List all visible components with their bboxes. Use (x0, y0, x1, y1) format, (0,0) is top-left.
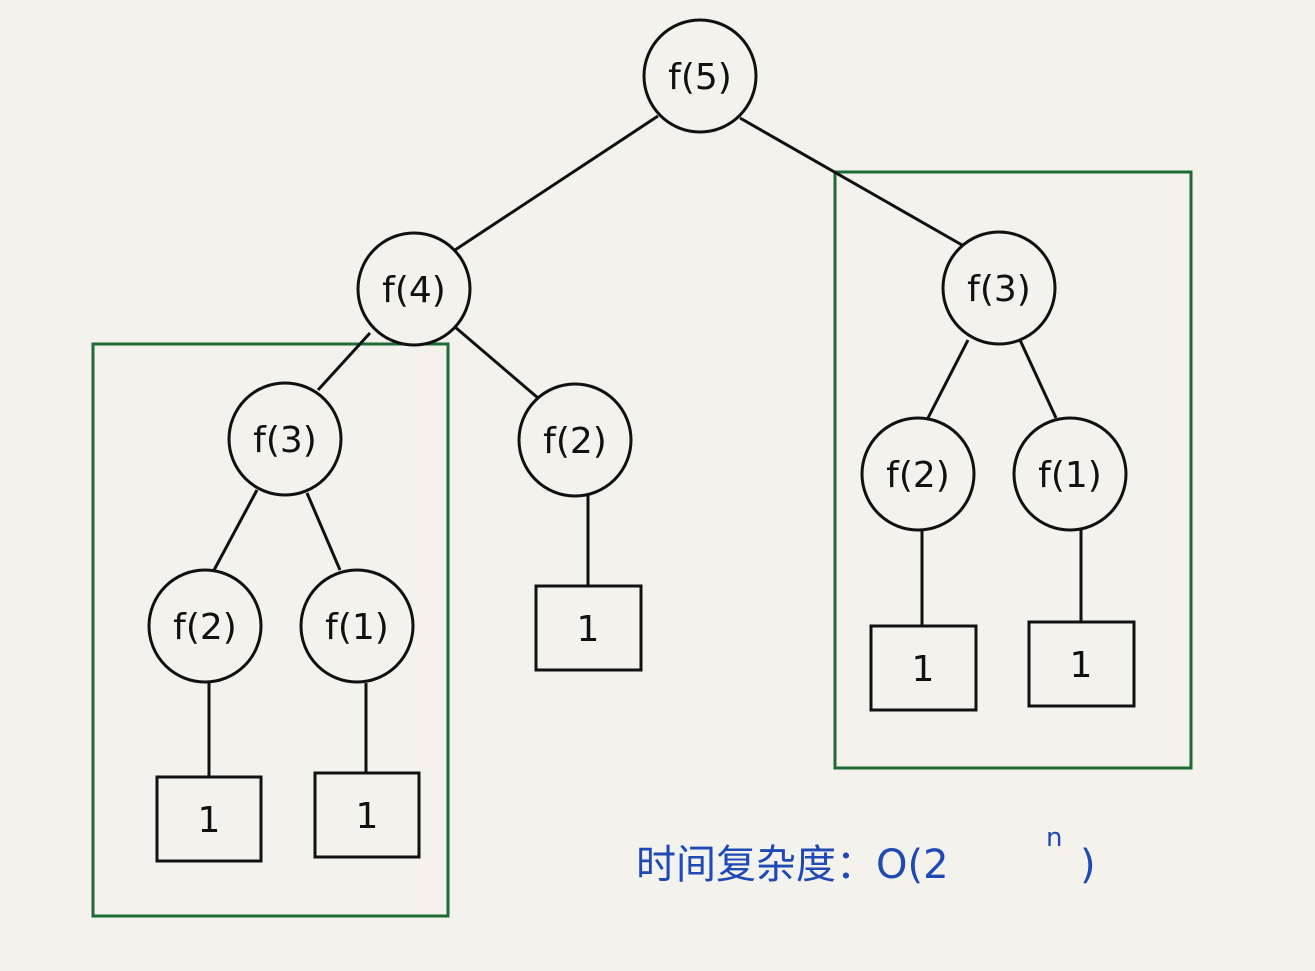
tree-node-f2-middle: f(2) (517, 382, 633, 498)
leaf-node-middle: 1 (534, 584, 643, 672)
edge-f5-f3 (739, 116, 963, 247)
edge-f3l-f2 (211, 489, 259, 573)
node-label: f(4) (382, 270, 446, 311)
tree-node-f3-left: f(3) (227, 381, 343, 497)
edge-f4-f3 (316, 331, 372, 392)
node-label: f(2) (173, 607, 237, 648)
leaf-node-left-2: 1 (313, 771, 421, 859)
node-label: f(2) (886, 455, 950, 496)
edge-f3r-f2 (926, 339, 970, 419)
node-label: f(5) (668, 57, 732, 98)
leaf-node-right-1: 1 (869, 624, 978, 712)
tree-node-f2-left-left: f(2) (147, 568, 263, 684)
tree-node-f2-right-left: f(2) (860, 416, 976, 532)
tree-node-f1-right-right: f(1) (1012, 416, 1128, 532)
repeated-subtree-box-left (91, 342, 450, 918)
leaf-label: 1 (1070, 645, 1093, 686)
complexity-exponent: n (1046, 823, 1062, 853)
time-complexity-note: 时间复杂度：O(2 n ) (636, 823, 1096, 888)
tree-node-root: f(5) (642, 18, 758, 134)
edge-f3l-f1 (305, 492, 342, 571)
leaf-label: 1 (356, 796, 379, 837)
leaf-node-right-2: 1 (1027, 620, 1136, 708)
edge-f4-f2 (454, 325, 539, 400)
node-label: f(1) (1038, 455, 1102, 496)
edge-f5-f4 (454, 114, 659, 252)
node-label: f(3) (253, 420, 317, 461)
complexity-close-paren: ) (1080, 842, 1096, 888)
tree-node-f4: f(4) (356, 231, 472, 347)
tree-node-f1-left-right: f(1) (299, 568, 415, 684)
tree-edges (207, 114, 1083, 777)
node-label: f(1) (325, 607, 389, 648)
repeated-subtree-box-right (833, 170, 1193, 770)
leaf-label: 1 (198, 800, 221, 841)
node-label: f(3) (967, 269, 1031, 310)
edge-f3r-f1 (1018, 339, 1058, 419)
leaf-node-left-1: 1 (155, 775, 263, 863)
leaf-label: 1 (577, 609, 600, 650)
node-label: f(2) (543, 421, 607, 462)
leaf-label: 1 (912, 649, 935, 690)
complexity-text: 时间复杂度：O(2 (636, 842, 949, 888)
tree-node-f3-right: f(3) (941, 230, 1057, 346)
